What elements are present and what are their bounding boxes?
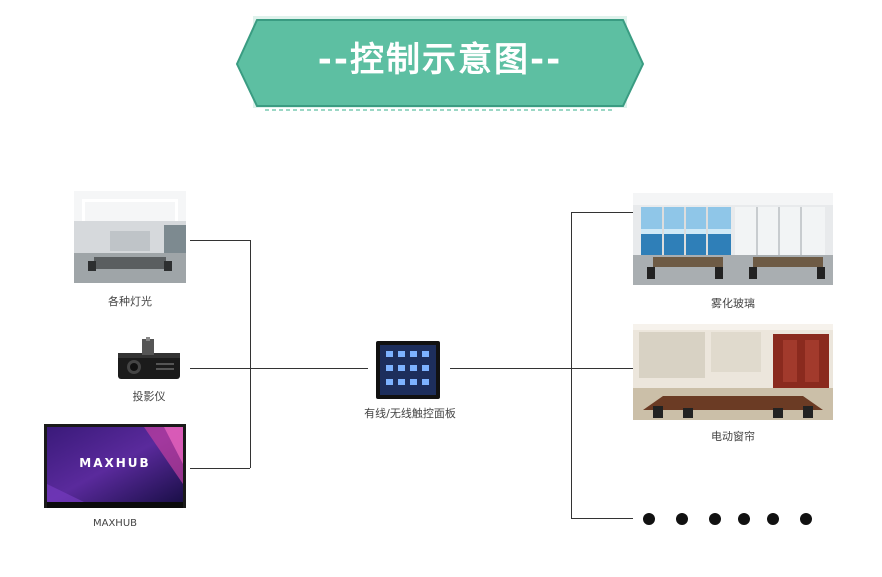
- maxhub-image: MAXHUB: [44, 424, 186, 508]
- connector-projector-h: [190, 368, 368, 369]
- connector-right-v: [571, 212, 572, 519]
- smart-glass-image: [633, 193, 833, 285]
- lights-image: [74, 191, 186, 283]
- more-dot-3: [709, 513, 721, 525]
- connector-more-h: [571, 518, 633, 519]
- electric-curtain-image: [633, 324, 833, 420]
- maxhub-label: MAXHUB: [92, 518, 138, 529]
- connector-panel-right-h: [450, 368, 572, 369]
- more-dot-4: [738, 513, 750, 525]
- more-dot-5: [767, 513, 779, 525]
- maxhub-screen-text: MAXHUB: [79, 456, 151, 470]
- more-dot-6: [800, 513, 812, 525]
- projector-image: [112, 337, 186, 383]
- smart-glass-label: 雾化玻璃: [711, 297, 755, 310]
- connector-curtain-h: [571, 368, 633, 369]
- connector-maxhub-h: [190, 468, 250, 469]
- connector-glass-h: [571, 212, 633, 213]
- connector-lights-h: [190, 240, 250, 241]
- more-dot-1: [643, 513, 655, 525]
- diagram-title: --控制示意图--: [317, 40, 563, 80]
- touch-panel-label: 有线/无线触控面板: [364, 407, 456, 420]
- lights-label: 各种灯光: [108, 295, 152, 308]
- touch-panel-image: [376, 341, 440, 399]
- projector-label: 投影仪: [132, 390, 166, 403]
- electric-curtain-label: 电动窗帘: [711, 430, 755, 443]
- more-dot-2: [676, 513, 688, 525]
- title-banner: --控制示意图--: [235, 14, 645, 114]
- connector-left-v: [250, 240, 251, 468]
- banner-shape: [235, 16, 645, 111]
